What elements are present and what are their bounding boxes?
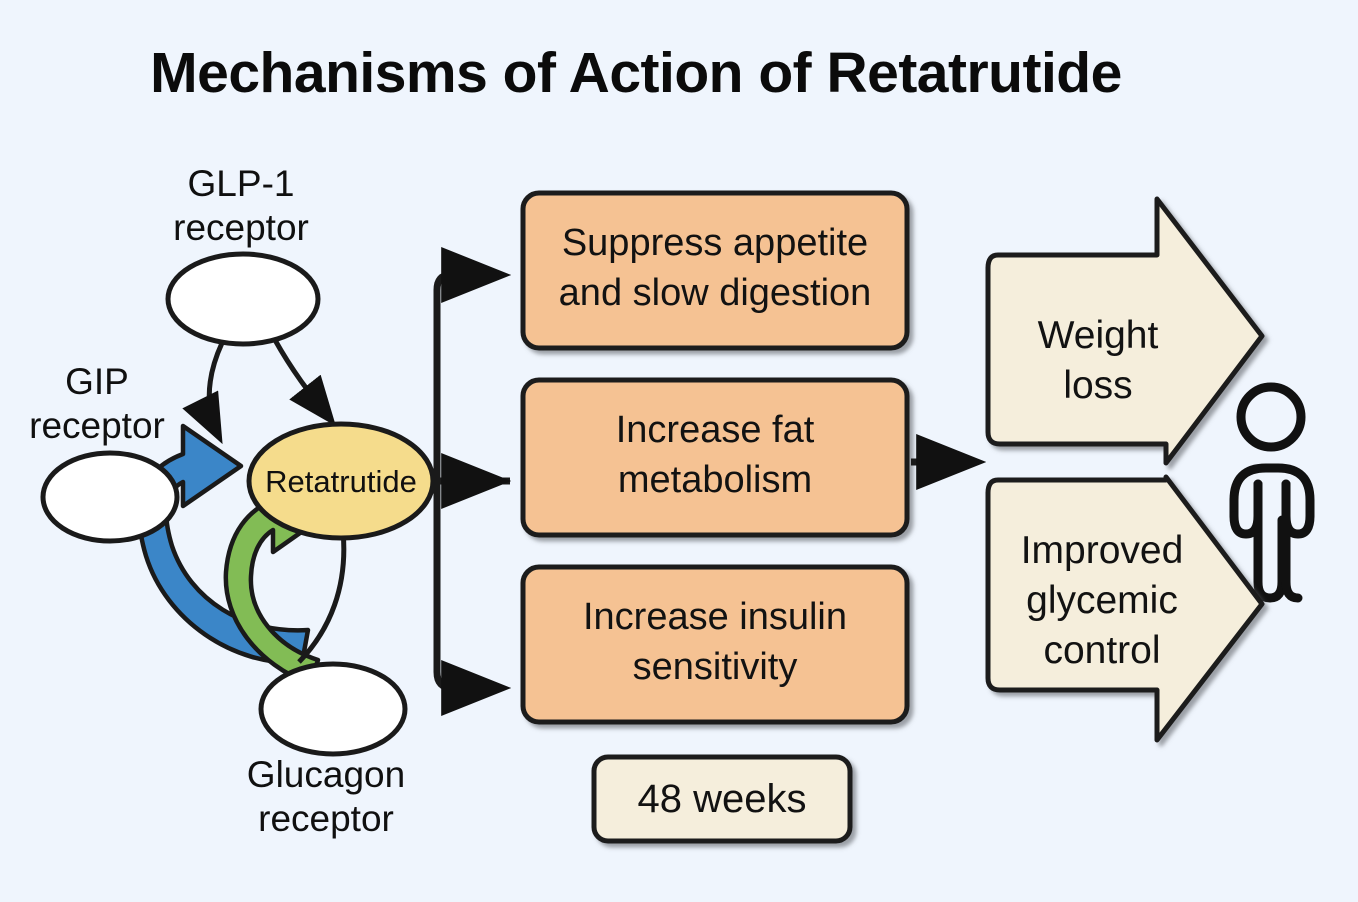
- effect-box-fat-rect: [520, 377, 910, 538]
- effect-box-fat-line2: metabolism: [618, 459, 812, 501]
- duration-box[interactable]: 48 weeks: [591, 754, 853, 844]
- gip-receptor-label-line2: receptor: [29, 405, 165, 446]
- outcome-glycemic-line2: glycemic: [1026, 579, 1178, 622]
- outcome-arrow-weight-loss[interactable]: Weight loss: [985, 196, 1265, 466]
- outcome-arrow-glycemic-shape: [985, 474, 1265, 743]
- gip-receptor-ellipse: [40, 450, 180, 544]
- effect-box-fat[interactable]: Increase fat metabolism: [520, 377, 910, 538]
- duration-box-label: 48 weeks: [638, 777, 807, 821]
- effect-box-insulin-rect: [520, 564, 910, 725]
- outcome-arrow-weight-loss-shape: [985, 196, 1265, 466]
- effect-box-insulin-line1: Increase insulin: [583, 596, 847, 638]
- duration-box-rect: [591, 754, 853, 844]
- outcome-glycemic-line1: Improved: [1021, 529, 1184, 572]
- glp1-to-retatrutide-arrow-left: [182, 341, 225, 445]
- glucagon-receptor-label-line1: Glucagon: [247, 754, 405, 795]
- outcome-arrow-glycemic-control[interactable]: Improved glycemic control: [985, 474, 1265, 743]
- effect-box-appetite[interactable]: Suppress appetite and slow digestion: [520, 190, 910, 351]
- glp1-receptor-label-line1: GLP-1: [188, 163, 295, 204]
- outcome-weight-loss-line2: loss: [1063, 364, 1132, 407]
- glp1-receptor-ellipse: [165, 251, 321, 347]
- effect-box-insulin-line2: sensitivity: [633, 646, 798, 688]
- glucagon-receptor-label-line2: receptor: [258, 798, 394, 839]
- effect-box-appetite-line2: and slow digestion: [559, 272, 872, 314]
- retatrutide-glucagon-link: [297, 530, 347, 664]
- glp1-receptor-label-line2: receptor: [173, 207, 309, 248]
- glp1-to-retatrutide-arrow-right: [272, 338, 336, 427]
- page-title: Mechanisms of Action of Retatrutide: [150, 41, 1122, 105]
- effect-box-insulin[interactable]: Increase insulin sensitivity: [520, 564, 910, 725]
- effect-box-appetite-rect: [520, 190, 910, 351]
- outcome-weight-loss-line1: Weight: [1038, 314, 1159, 357]
- gip-receptor-label-line1: GIP: [65, 361, 129, 402]
- effect-box-appetite-line1: Suppress appetite: [562, 222, 868, 264]
- glucagon-receptor-ellipse: [258, 661, 408, 757]
- person-figure-icon: [1229, 382, 1315, 603]
- outcome-glycemic-line3: control: [1043, 629, 1160, 672]
- effect-box-fat-line1: Increase fat: [616, 409, 815, 451]
- retatrutide-label: Retatrutide: [265, 464, 417, 499]
